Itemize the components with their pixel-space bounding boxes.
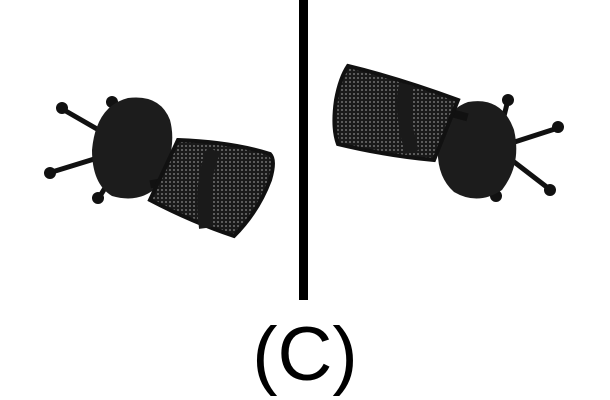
right-chair-panel	[308, 0, 608, 300]
office-chair-icon	[44, 96, 275, 239]
left-chair-panel	[0, 0, 300, 300]
figure-caption: (C)	[252, 312, 358, 397]
vertical-divider	[299, 0, 308, 300]
office-chair-mirrored-icon	[332, 63, 564, 202]
